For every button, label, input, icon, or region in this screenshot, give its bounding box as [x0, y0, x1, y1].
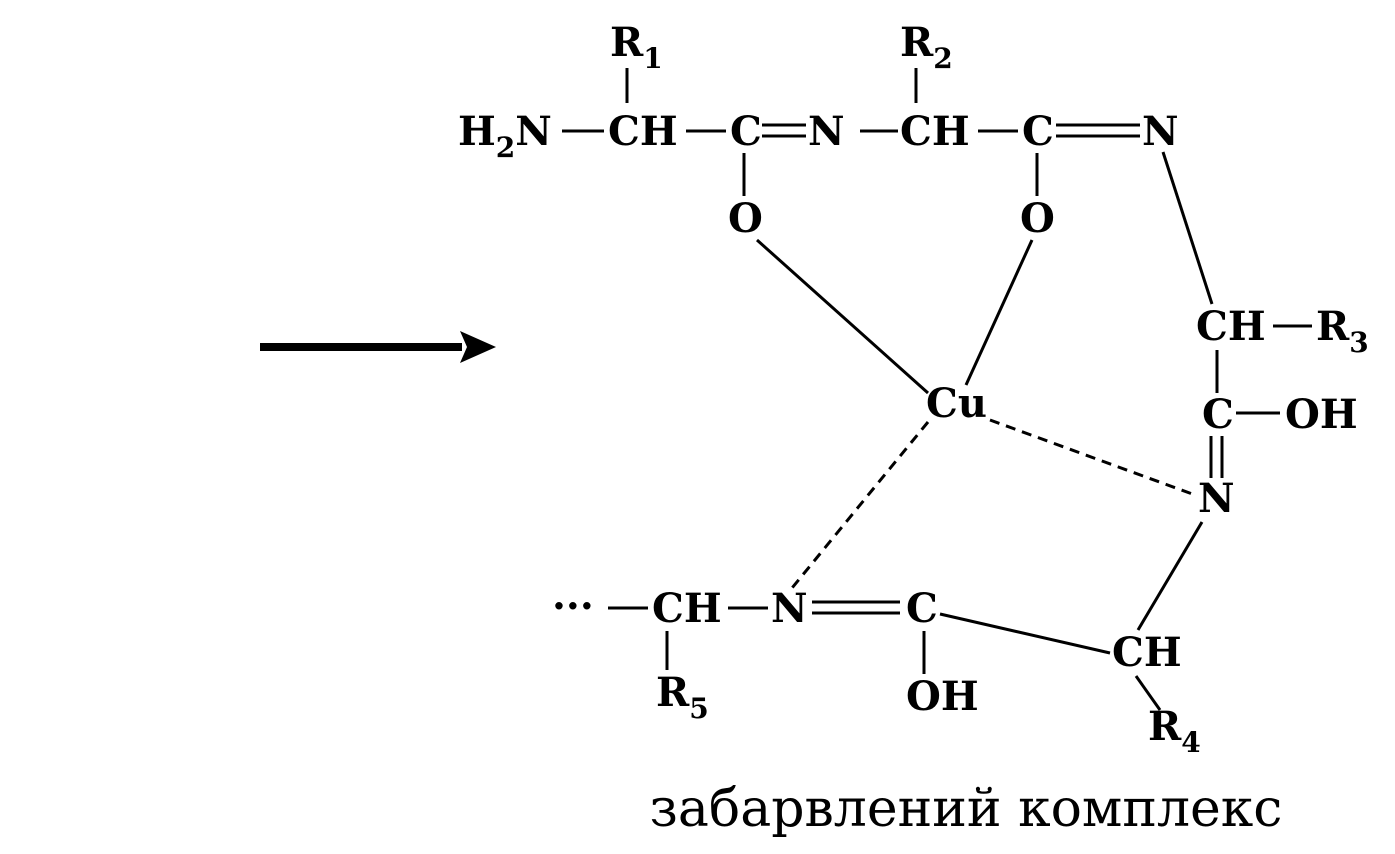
bond-o1-cu	[755, 238, 930, 395]
coord-cu-n3	[989, 418, 1196, 497]
label-n1: N	[808, 108, 845, 155]
label-r3: R3	[1316, 303, 1369, 359]
label-ch4: CH	[1112, 629, 1182, 676]
label-r2: R2	[900, 19, 953, 75]
bonds-copper-dashed	[790, 418, 1196, 589]
bond-c5-ch4	[939, 612, 1111, 655]
label-n2: N	[1142, 108, 1179, 155]
label-r5: R5	[656, 669, 709, 725]
label-c1: C	[730, 108, 762, 155]
bond-ch4-r4	[1134, 675, 1162, 711]
bond-n2-ch3	[1161, 151, 1214, 305]
bonds-top-chain	[562, 68, 1140, 196]
label-n3: N	[1198, 475, 1235, 522]
bond-n3-ch4	[1136, 521, 1204, 631]
label-ch5: CH	[652, 585, 722, 632]
label-r4: R4	[1148, 703, 1201, 759]
bonds-copper-solid	[755, 238, 1034, 395]
label-oh5: OH	[906, 673, 979, 720]
coord-cu-n5	[790, 421, 930, 589]
reaction-arrow-icon	[260, 331, 496, 363]
label-n5: N	[771, 585, 808, 632]
label-ch2: CH	[900, 108, 970, 155]
label-oh3: OH	[1285, 391, 1358, 438]
label-ellipsis: ···	[552, 583, 594, 630]
label-ch3: CH	[1196, 303, 1266, 350]
bond-o2-cu	[964, 239, 1034, 386]
label-h2n: H2N	[458, 108, 552, 164]
label-r1: R1	[610, 19, 663, 75]
atom-labels: R1 R2 H2N CH C N CH C N O O CH R3 Cu C O…	[458, 19, 1369, 759]
label-c2: C	[1022, 108, 1054, 155]
label-c3: C	[1202, 391, 1234, 438]
label-ch1: CH	[608, 108, 678, 155]
bonds-right-branch	[1134, 151, 1312, 711]
label-c5: C	[906, 585, 938, 632]
label-cu: Cu	[926, 380, 987, 427]
caption: забарвлений комплекс	[650, 779, 1283, 839]
bonds-bottom-chain	[608, 600, 1111, 674]
label-o1: O	[728, 195, 763, 242]
label-o2: O	[1020, 195, 1055, 242]
